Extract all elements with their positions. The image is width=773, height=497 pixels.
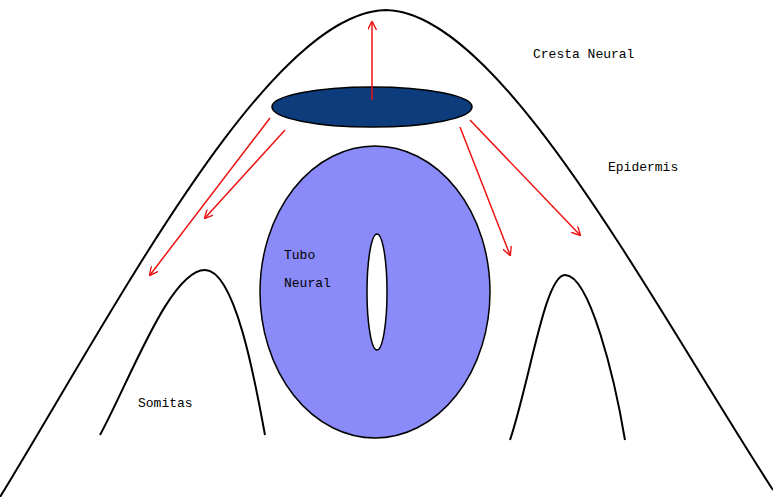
somite-outline bbox=[100, 270, 265, 435]
migration-arrow bbox=[470, 120, 580, 235]
neural-canal bbox=[367, 234, 387, 350]
neural-tube-body bbox=[260, 146, 490, 438]
migration-arrow bbox=[150, 118, 270, 275]
node-label: Tubo Neural bbox=[284, 242, 361, 298]
neural-tube: Tubo Neural bbox=[258, 144, 492, 440]
neural-tube-shape bbox=[258, 144, 492, 440]
epidermis-outline bbox=[0, 10, 773, 497]
part-label: Somitas bbox=[138, 396, 193, 412]
migration-arrow bbox=[205, 130, 285, 218]
somite-outline bbox=[510, 275, 625, 440]
part-label: Cresta Neural bbox=[533, 47, 634, 63]
migration-arrow bbox=[371, 22, 373, 100]
part-label: Epidermis bbox=[608, 160, 678, 176]
